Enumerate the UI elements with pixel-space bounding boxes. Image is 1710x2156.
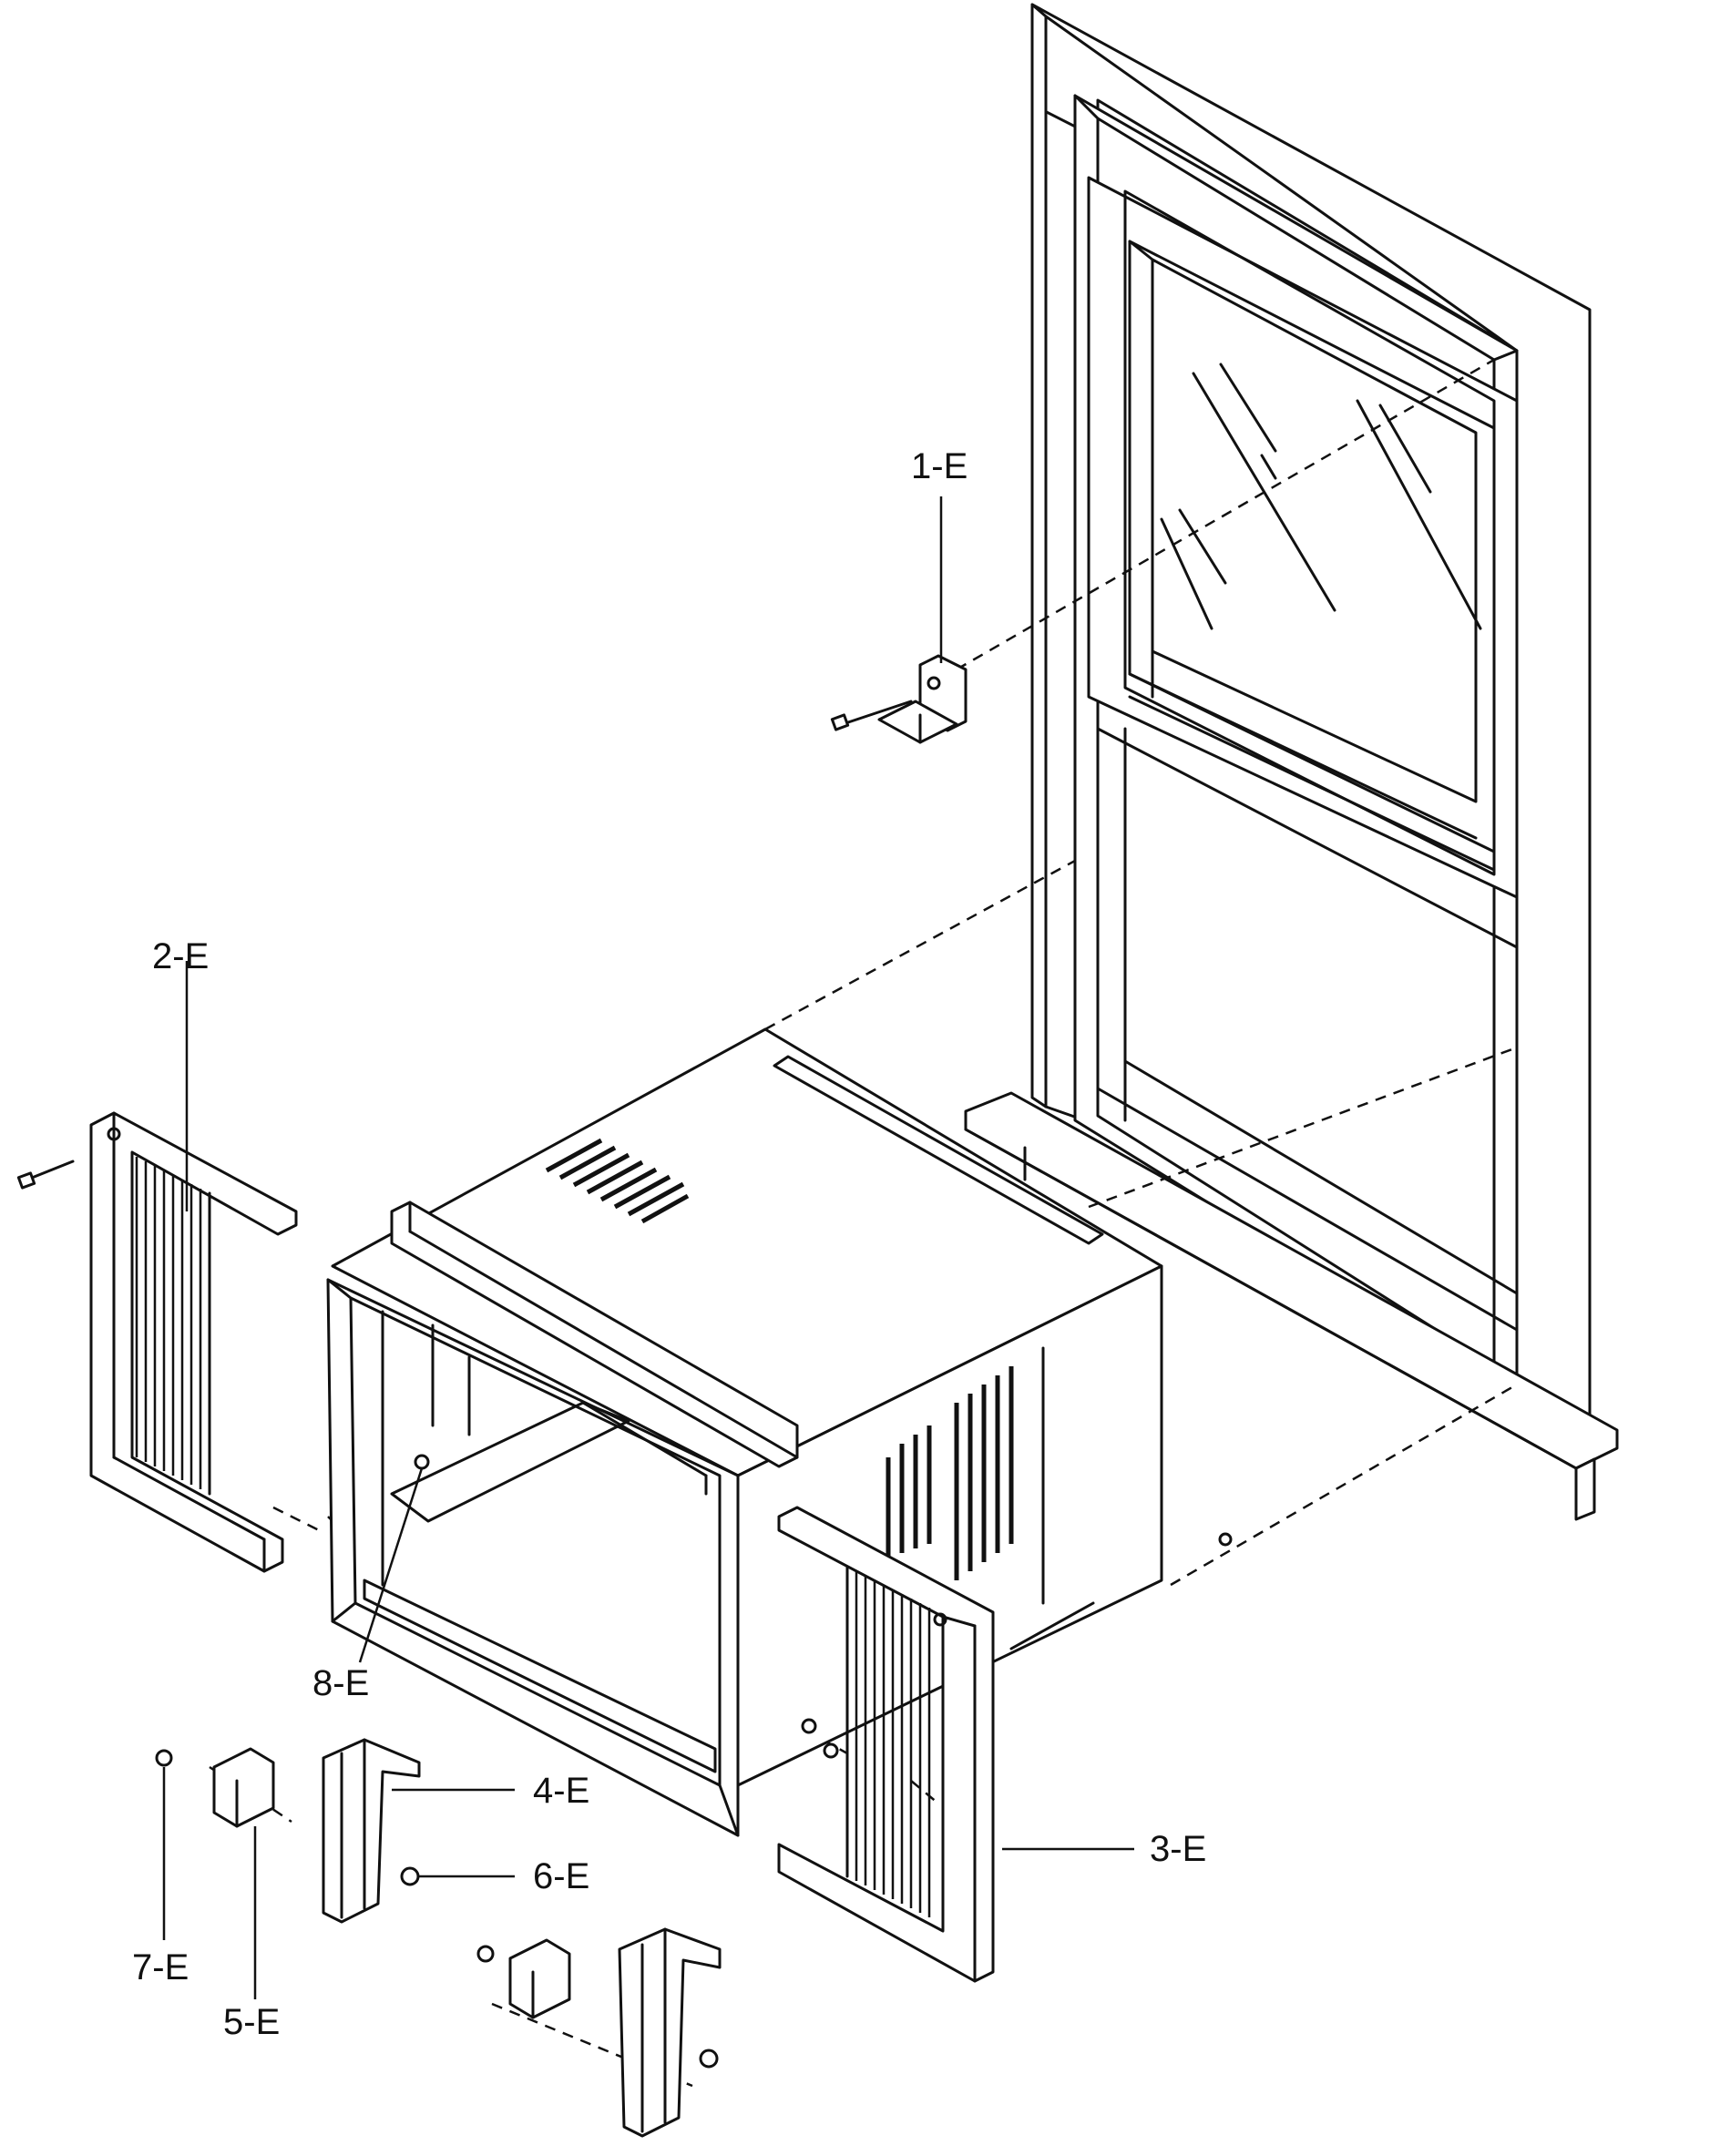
clip-bracket-5e [212,1747,275,1828]
side-louvers [886,1366,1014,1580]
callout-8e: 8-E [312,1663,370,1703]
callout-3e: 3-E [1150,1829,1207,1869]
leader-lines [162,496,1134,1999]
fasteners [155,1454,1233,2069]
callout-5e: 5-E [223,2002,281,2042]
screw-7e [155,1749,173,1767]
pleats-2e [135,1157,202,1489]
nut-6e [400,1866,420,1886]
support-bracket-4e-lower [618,1927,722,2138]
callout-2e: 2-E [152,936,210,976]
bracket-1e [830,654,968,744]
curtain-3e [777,1506,995,1983]
top-louvers [545,1138,690,1224]
clip-bracket-5e-lower [508,1938,571,2019]
callout-6e: 6-E [533,1856,590,1896]
pleats-3e [855,1571,931,1917]
ac-cabinet [326,1027,1163,1837]
callout-4e: 4-E [533,1771,590,1811]
window-frame [964,3,1619,1521]
screw-8e [414,1454,430,1470]
callout-7e: 7-E [132,1947,189,1987]
support-bracket-4e [322,1738,421,1924]
callout-1e: 1-E [911,446,968,486]
curtain-2e [16,1111,298,1573]
